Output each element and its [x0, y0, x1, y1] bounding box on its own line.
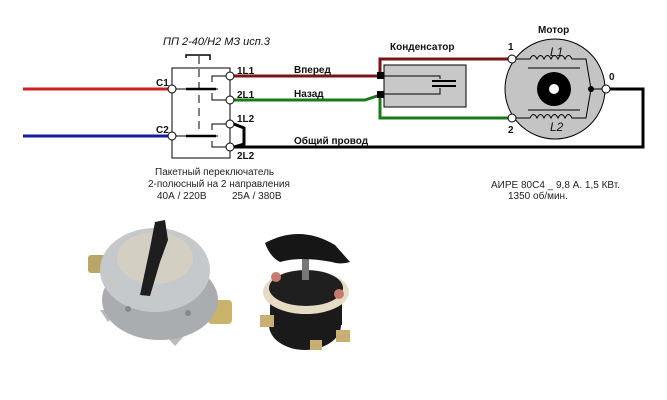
switch-caption-line1: Пакетный переключатель	[155, 167, 274, 178]
wire-forward-to-motor	[378, 57, 512, 76]
photo1-knob-icon	[140, 220, 168, 296]
motor-terminal-1-label: 1	[508, 42, 514, 53]
capacitor-terminal-2	[377, 91, 384, 98]
jumper-1l2-2l2	[233, 122, 246, 149]
terminal-1l2	[225, 119, 235, 129]
photo1-screw-icon	[125, 306, 131, 312]
wire-backward-label: Назад	[294, 89, 324, 100]
capacitor-lead-2	[384, 88, 441, 95]
terminal-2l2	[225, 142, 235, 152]
wire-common	[234, 87, 645, 149]
switch-caption-line2: 2-полюсный на 2 направления	[148, 179, 290, 190]
terminal-c1	[167, 84, 177, 94]
capacitor-lead-1	[384, 75, 441, 79]
motor-terminal-0-label: 0	[609, 72, 615, 83]
photo2-cap	[269, 270, 343, 306]
photo-packet-switch	[260, 233, 350, 350]
switch-handle-bracket	[185, 54, 211, 60]
terminal-2l1-label: 2L1	[237, 90, 255, 101]
fixed-contact-2l1	[211, 93, 230, 101]
photo2-handle-icon	[265, 233, 350, 264]
switch-rating-2: 25А / 380В	[232, 191, 282, 202]
fixed-contact-2l2	[211, 141, 230, 148]
photo2-terminal-lug	[336, 330, 350, 342]
motor-terminal-0	[601, 84, 611, 94]
photo2-terminal-lug	[310, 340, 322, 350]
fixed-contact-1l2	[211, 123, 230, 130]
photo2-terminal-screw-icon	[334, 289, 344, 299]
fixed-contact-1l1	[211, 75, 230, 82]
wire-backward-to-motor	[378, 95, 512, 120]
terminal-2l1	[225, 95, 235, 105]
terminal-c2-label: C2	[156, 125, 169, 136]
wire-forward-label: Вперед	[294, 65, 331, 76]
terminal-1l1	[225, 71, 235, 81]
capacitor-label: Конденсатор	[390, 42, 454, 53]
switch-frame	[171, 67, 231, 159]
photo1-screw-icon	[185, 310, 191, 316]
photo-sealed-switch	[88, 220, 232, 346]
terminal-c2	[167, 131, 177, 141]
motor-coil-l1	[515, 55, 592, 90]
terminal-1l1-label: 1L1	[237, 66, 255, 77]
wire-backward	[234, 93, 381, 102]
terminal-2l2-label: 2L2	[237, 151, 255, 162]
motor-coil-l2-label: L2	[550, 120, 564, 134]
motor-shaft	[549, 84, 559, 94]
motor-label: Мотор	[538, 25, 569, 36]
motor-coil-l1-label: L1	[550, 45, 563, 59]
motor-terminal-2	[507, 113, 517, 123]
motor-spec-line2: 1350 об/мин.	[508, 190, 568, 202]
capacitor-terminal-1	[377, 72, 384, 79]
terminal-c1-label: C1	[156, 78, 169, 89]
photo2-shaft	[302, 258, 309, 280]
motor-terminal-2-label: 2	[508, 125, 514, 136]
switch-rating-1: 40А / 220В	[157, 191, 207, 202]
motor-coil-l2	[515, 88, 592, 120]
switch-model-label: ПП 2-40/Н2 МЗ исп.3	[163, 36, 271, 48]
wire-common-label: Общий провод	[294, 135, 369, 147]
motor-terminal-1	[507, 54, 517, 64]
photo2-terminal-screw-icon	[271, 272, 281, 282]
motor-spec-line1: АИРЕ 80С4 _ 9,8 А. 1,5 КВт.	[491, 180, 620, 191]
terminal-1l2-label: 1L2	[237, 114, 255, 125]
photo2-terminal-lug	[260, 315, 274, 327]
